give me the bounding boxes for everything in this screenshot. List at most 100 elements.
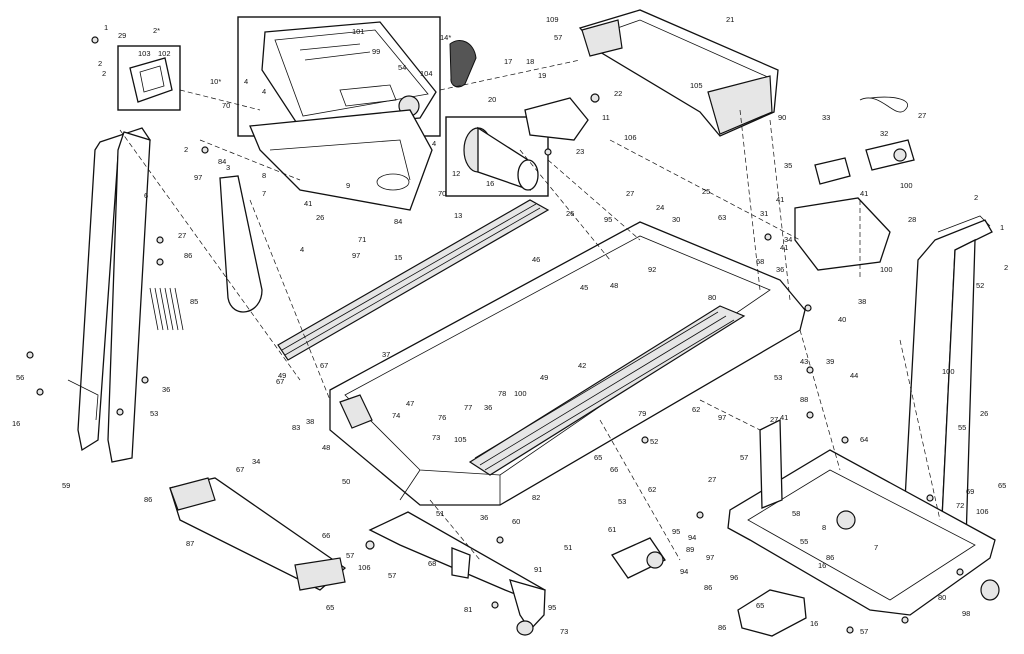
- left-upright-cap: [117, 45, 181, 111]
- callout-label: 40: [838, 315, 846, 324]
- callout-label: 38: [306, 417, 314, 426]
- callout-label: 36: [776, 265, 784, 274]
- callout-label: 39: [826, 357, 834, 366]
- callout-label: 1: [1000, 223, 1004, 232]
- callout-label: 78: [498, 389, 506, 398]
- front-crossbar: [169, 477, 347, 591]
- callout-label: 16: [486, 179, 494, 188]
- controller-boards: [814, 139, 915, 185]
- callout-label: 53: [774, 373, 782, 382]
- callout-label: 65: [594, 453, 602, 462]
- callout-label: 27: [708, 475, 716, 484]
- callout-label: 47: [406, 399, 414, 408]
- callout-label: 86: [184, 251, 192, 260]
- callout-label: 52: [976, 281, 984, 290]
- callout-label: 64: [860, 435, 868, 444]
- callout-label: 57: [860, 627, 868, 636]
- callout-label: 91: [534, 565, 542, 574]
- incline-motor: [611, 537, 666, 579]
- callout-label: 73: [432, 433, 440, 442]
- callout-label: 20: [488, 95, 496, 104]
- callout-label: 50: [342, 477, 350, 486]
- callout-label: 69: [966, 487, 974, 496]
- callout-label: 101: [352, 27, 365, 36]
- callout-label: 48: [610, 281, 618, 290]
- callout-label: 53: [618, 497, 626, 506]
- callout-label: 65: [326, 603, 334, 612]
- callout-label: 94: [680, 567, 688, 576]
- roller-inset: [445, 116, 549, 197]
- callout-label: 36: [484, 403, 492, 412]
- callout-label: 23: [576, 147, 584, 156]
- fasteners: [26, 36, 964, 634]
- callout-label: 56: [16, 373, 24, 382]
- callout-label: 26: [316, 213, 324, 222]
- callout-label: 57: [554, 33, 562, 42]
- callout-label: 63: [718, 213, 726, 222]
- callout-label: 27: [918, 111, 926, 120]
- callout-label: 80: [938, 593, 946, 602]
- callout-label: 62: [692, 405, 700, 414]
- callout-label: 34: [252, 457, 260, 466]
- callout-label: 103: [138, 49, 151, 58]
- callout-label: 57: [346, 551, 354, 560]
- callout-label: 97: [718, 413, 726, 422]
- callout-label: 105: [690, 81, 703, 90]
- callout-label: 25: [702, 187, 710, 196]
- callout-label: 41: [860, 189, 868, 198]
- callout-label: 55: [958, 423, 966, 432]
- callout-label: 41: [780, 243, 788, 252]
- callout-label: 60: [512, 517, 520, 526]
- callout-label: 44: [850, 371, 858, 380]
- callout-label: 36: [162, 385, 170, 394]
- callout-label: 97: [352, 251, 360, 260]
- callout-label: 9: [346, 181, 350, 190]
- callout-label: 94: [688, 533, 696, 542]
- callout-label: 4: [432, 139, 436, 148]
- callout-label: 106: [976, 507, 989, 516]
- callout-label: 2: [184, 145, 188, 154]
- callout-label: 97: [194, 173, 202, 182]
- motor-bracket: [524, 97, 589, 141]
- callout-label: 70: [222, 101, 230, 110]
- callout-label: 32: [880, 129, 888, 138]
- callout-label: 4: [300, 245, 304, 254]
- callout-label: 86: [826, 553, 834, 562]
- callout-label: 54: [398, 63, 406, 72]
- callout-label: 41: [776, 195, 784, 204]
- callout-label: 51: [564, 543, 572, 552]
- callout-label: 22: [614, 89, 622, 98]
- base-frame-right: [727, 418, 1000, 616]
- callout-label: 49: [278, 371, 286, 380]
- callout-label: 67: [236, 465, 244, 474]
- callout-label: 16: [12, 419, 20, 428]
- callout-label: 61: [608, 525, 616, 534]
- motor-hood: [578, 9, 779, 137]
- motor-mount-box: [794, 197, 891, 271]
- callout-label: 8: [262, 171, 266, 180]
- callout-label: 87: [186, 539, 194, 548]
- callout-label: 7: [874, 543, 878, 552]
- callout-label: 86: [704, 583, 712, 592]
- callout-label: 18: [526, 57, 534, 66]
- callout-label: 105: [454, 435, 467, 444]
- callout-label: 82: [532, 493, 540, 502]
- callout-label: 72: [956, 501, 964, 510]
- callout-label: 41: [304, 199, 312, 208]
- callout-label: 67: [276, 377, 284, 386]
- callout-label: 59: [62, 481, 70, 490]
- callout-label: 17: [504, 57, 512, 66]
- callout-label: 2: [1004, 263, 1008, 272]
- callout-label: 49: [540, 373, 548, 382]
- callout-label: 104: [420, 69, 433, 78]
- safety-key-strap: [219, 175, 263, 313]
- callout-label: 106: [358, 563, 371, 572]
- console-base: [249, 109, 433, 211]
- callout-label: 80: [708, 293, 716, 302]
- callout-label: 2: [974, 193, 978, 202]
- callout-label: 55: [800, 537, 808, 546]
- callout-label: 85: [190, 297, 198, 306]
- callout-label: 3: [226, 163, 230, 172]
- callout-label: 102: [158, 49, 171, 58]
